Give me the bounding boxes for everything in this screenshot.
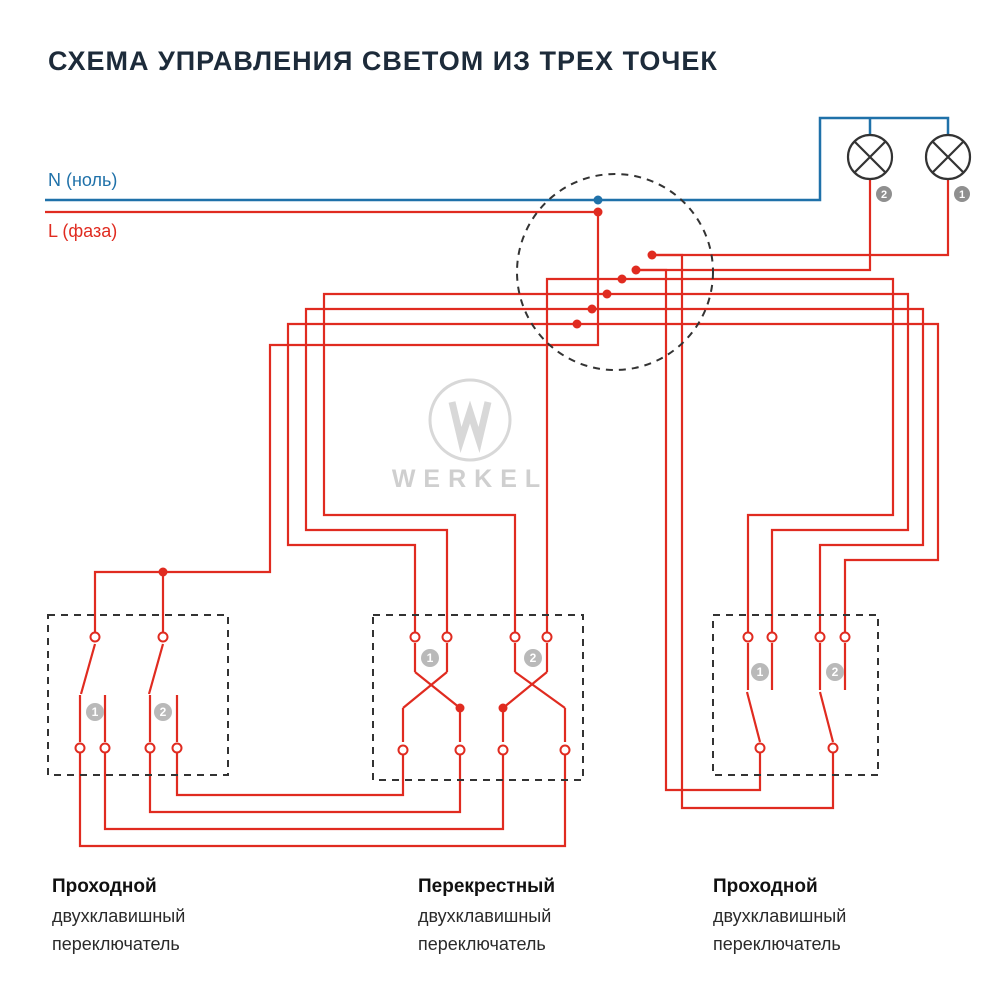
switch-label-middle: Перекрестный двухклавишный переключатель xyxy=(418,876,555,954)
wire-middle-to-junction-4 xyxy=(545,277,622,637)
gang-number: 1 xyxy=(427,651,434,665)
junction-dot xyxy=(572,319,582,329)
gang-badge xyxy=(154,703,172,721)
wire-right-common-1 xyxy=(636,268,762,792)
switch-outline xyxy=(712,614,879,776)
switch-label-line: двухклавишный xyxy=(418,906,551,926)
switch-label-line: переключатель xyxy=(52,934,180,954)
wire-junction-to-right-1 xyxy=(577,322,940,637)
wire-left-to-middle-2 xyxy=(103,748,505,831)
wire-left-to-middle-3 xyxy=(148,748,462,814)
junction-dot xyxy=(631,265,641,275)
phase-junction-dot xyxy=(593,207,603,217)
junction-dot xyxy=(647,250,657,260)
wire-right-common-2 xyxy=(652,253,835,810)
switch-label-right: Проходной двухклавишный переключатель xyxy=(713,876,846,954)
junction-dot xyxy=(617,274,627,284)
junction-dot xyxy=(158,567,168,577)
neutral-wire-main xyxy=(45,116,950,202)
gang-badge xyxy=(751,663,769,681)
switch-terminals xyxy=(397,631,571,756)
switch-box-left: 1 2 xyxy=(47,614,229,776)
phase-label: L (фаза) xyxy=(48,221,117,241)
page-title: СХЕМА УПРАВЛЕНИЯ СВЕТОМ ИЗ ТРЕХ ТОЧЕК xyxy=(48,46,718,76)
junction-box-circle xyxy=(516,173,714,371)
wire-middle-to-junction-3 xyxy=(322,292,607,637)
wire-left-to-middle-4 xyxy=(175,748,405,797)
lamp-number: 2 xyxy=(881,189,887,201)
neutral-wire xyxy=(45,116,950,202)
neutral-label: N (ноль) xyxy=(48,170,117,190)
junction-dots xyxy=(158,195,657,713)
switch-label-line: двухклавишный xyxy=(52,906,185,926)
switch-terminals xyxy=(742,631,851,754)
lamp-2: 2 xyxy=(846,133,894,202)
gang-number: 2 xyxy=(530,651,537,665)
switch-label-line: Проходной xyxy=(52,876,157,897)
switch-label-line: двухклавишный xyxy=(713,906,846,926)
lamp-number: 1 xyxy=(959,189,965,201)
wire-lamp-1-feed xyxy=(652,179,950,257)
gang-badge xyxy=(421,649,439,667)
switch-internal-wiring xyxy=(78,643,179,742)
gang-badge xyxy=(826,663,844,681)
gang-badge xyxy=(524,649,542,667)
wire-middle-to-junction-2 xyxy=(304,307,592,637)
lamp-number-badge xyxy=(954,186,970,202)
wire-lamp-2-feed xyxy=(636,179,872,272)
wire-middle-to-junction-1 xyxy=(286,322,577,637)
switch-box-right: 1 2 xyxy=(712,614,879,776)
gang-number: 1 xyxy=(92,705,99,719)
switch-internal-wiring xyxy=(745,643,847,743)
switch-label-line: Проходной xyxy=(713,876,818,897)
watermark-w-icon xyxy=(448,400,492,454)
switch-label-line: переключатель xyxy=(713,934,841,954)
switch-box-middle: 1 2 xyxy=(372,614,584,781)
gang-badge xyxy=(86,703,104,721)
lamp-number-badge xyxy=(876,186,892,202)
lamp-1: 1 xyxy=(924,133,972,202)
gang-number: 2 xyxy=(160,705,167,719)
switch-label-line: Перекрестный xyxy=(418,876,555,897)
gang-number: 2 xyxy=(832,665,839,679)
switch-outline xyxy=(47,614,229,776)
wire-left-to-middle-1 xyxy=(78,748,567,848)
watermark-text: WERKEL xyxy=(392,465,548,493)
gang-number: 1 xyxy=(757,665,764,679)
wire-junction-to-right-3 xyxy=(607,292,910,637)
junction-dot xyxy=(602,289,612,299)
neutral-junction-dot xyxy=(593,195,603,205)
switch-terminals xyxy=(74,631,183,754)
phase-feed-left-switch xyxy=(93,212,600,637)
switch-label-left: Проходной двухклавишный переключатель xyxy=(52,876,185,954)
watermark-circle-icon xyxy=(428,378,512,462)
wire-junction-to-right-2 xyxy=(592,307,925,637)
switch-outline xyxy=(372,614,584,781)
lamp-cross-icon xyxy=(853,140,887,174)
wire-junction-to-right-4 xyxy=(622,277,895,637)
lamp-cross-icon xyxy=(931,140,965,174)
junction-dot xyxy=(587,304,597,314)
werkel-watermark: WERKEL xyxy=(392,378,548,493)
switch-label-line: переключатель xyxy=(418,934,546,954)
switch-internal-wiring xyxy=(401,643,567,742)
